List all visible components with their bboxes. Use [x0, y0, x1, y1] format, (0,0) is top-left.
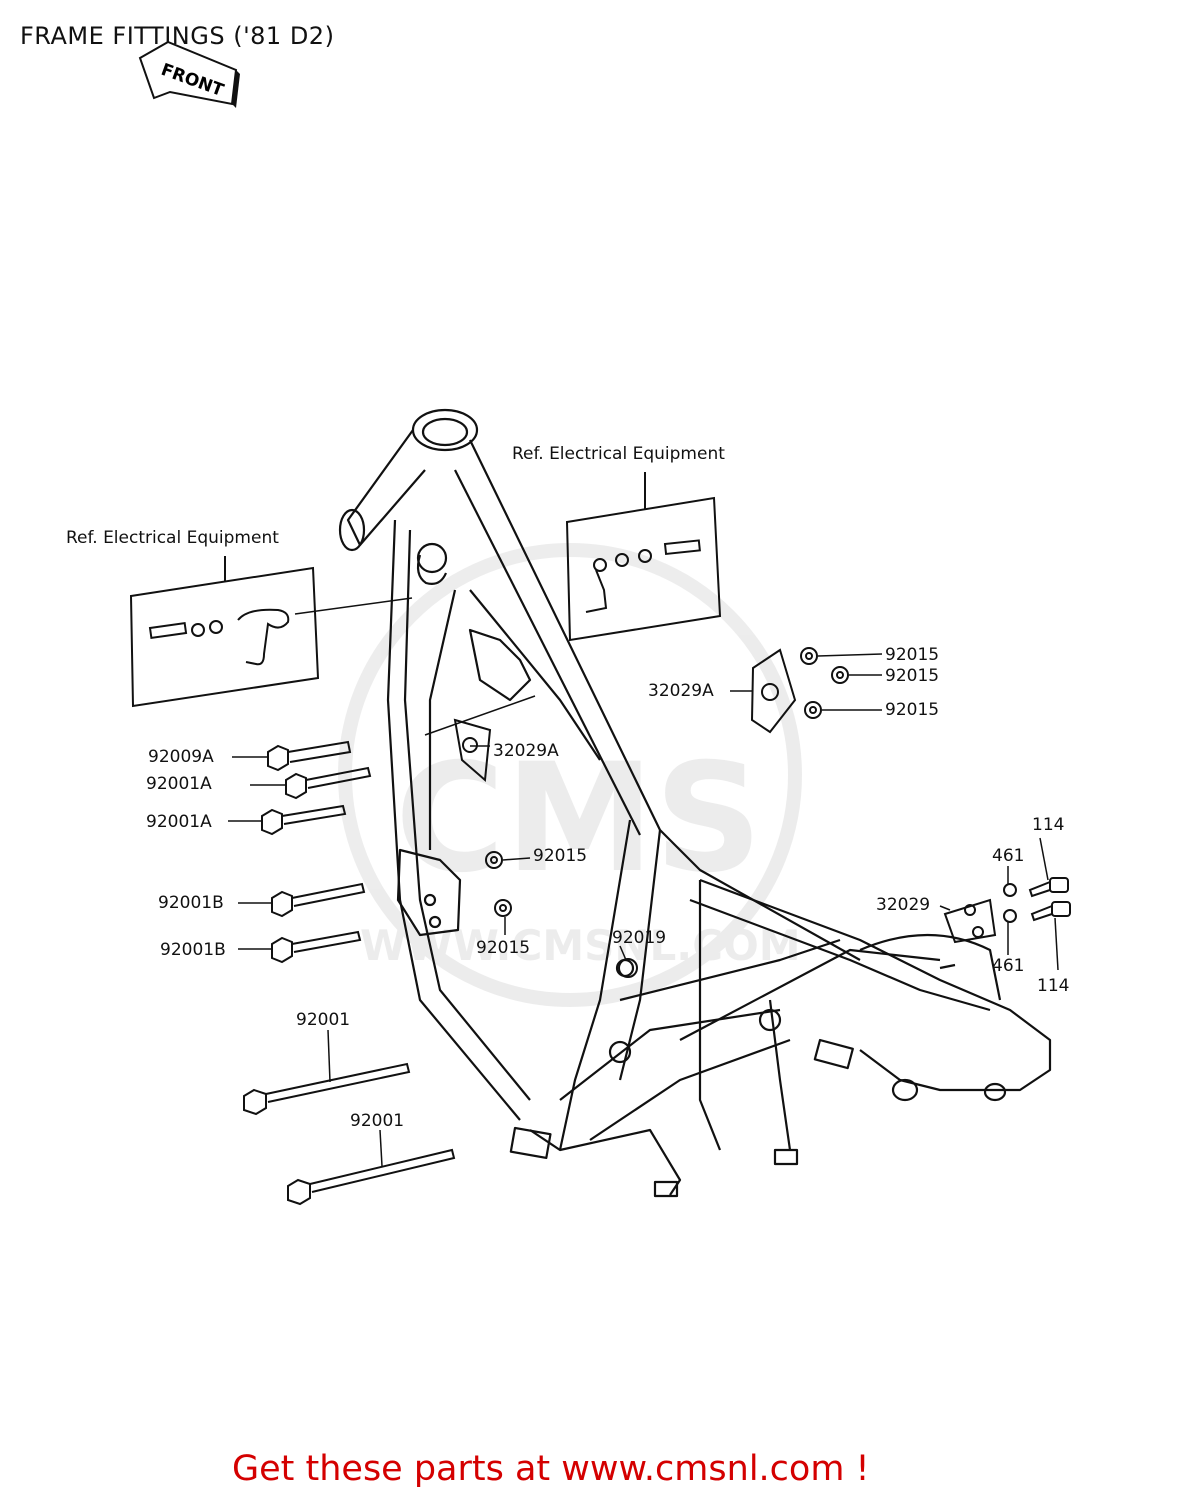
leader-lines: [228, 653, 1059, 1167]
callout-461-top: 461: [992, 846, 1025, 866]
footer-promo-link[interactable]: Get these parts at www.cmsnl.com !: [232, 1449, 870, 1489]
callout-114-bottom: 114: [1037, 976, 1070, 996]
callout-92015-a: 92015: [885, 645, 940, 665]
parts: [243, 647, 1071, 1206]
callout-92001b-bottom: 92001B: [160, 940, 226, 960]
callout-92015-e: 92015: [476, 938, 531, 958]
callout-92015-b: 92015: [885, 666, 940, 686]
svg-text:CMS: CMS: [395, 732, 762, 906]
callout-92001b-top: 92001B: [158, 893, 224, 913]
callout-92001-bottom: 92001: [350, 1111, 405, 1131]
callout-92019: 92019: [612, 928, 667, 948]
ref-box-right: [565, 472, 722, 642]
callout-32029a-left: 32029A: [493, 741, 559, 761]
callout-92001-top: 92001: [296, 1010, 351, 1030]
callout-92001a-bottom: 92001A: [146, 812, 212, 832]
ref-box-left: [129, 556, 320, 708]
front-arrow-icon: FRONT: [138, 40, 240, 108]
ref-electrical-equipment-right: Ref. Electrical Equipment: [512, 444, 725, 464]
callout-32029a-right: 32029A: [648, 681, 714, 701]
ref-electrical-equipment-left: Ref. Electrical Equipment: [66, 528, 279, 548]
callout-92015-c: 92015: [885, 700, 940, 720]
watermark-logo: CMS WWW.CMSNL.COM: [338, 543, 802, 1007]
callout-114-top: 114: [1032, 815, 1065, 835]
callout-92009a: 92009A: [148, 747, 214, 767]
callout-32029: 32029: [876, 895, 931, 915]
frame-body: [338, 408, 1052, 1198]
callout-92015-d: 92015: [533, 846, 588, 866]
callout-92001a-top: 92001A: [146, 774, 212, 794]
callout-461-bottom: 461: [992, 956, 1025, 976]
